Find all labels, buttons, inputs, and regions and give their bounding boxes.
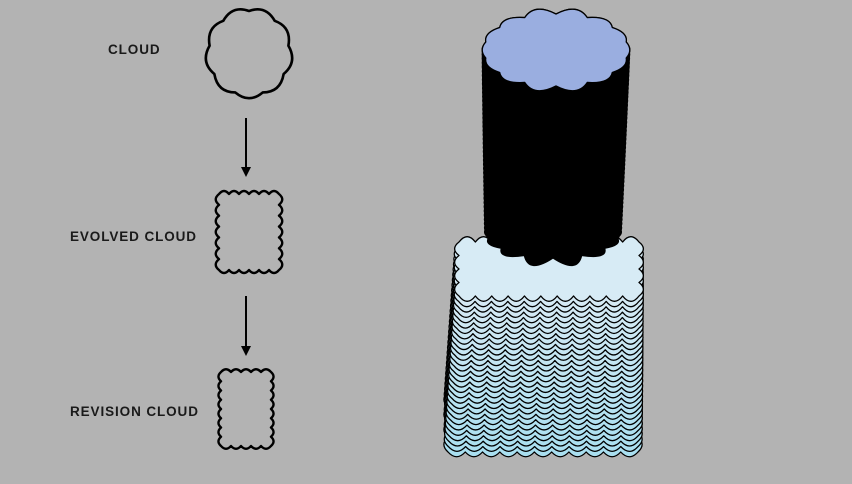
label-revision-cloud: REVISION CLOUD xyxy=(70,404,199,419)
cloud-tower-extrusion xyxy=(443,8,645,458)
revision-cloud-shape xyxy=(217,368,275,450)
label-cloud: CLOUD xyxy=(108,42,161,57)
label-evolved-cloud: EVOLVED CLOUD xyxy=(70,229,197,244)
tower-top-cap xyxy=(481,8,631,92)
shape-progression xyxy=(204,8,294,450)
cloud-shape xyxy=(204,8,294,100)
evolved-cloud-shape xyxy=(214,189,284,275)
